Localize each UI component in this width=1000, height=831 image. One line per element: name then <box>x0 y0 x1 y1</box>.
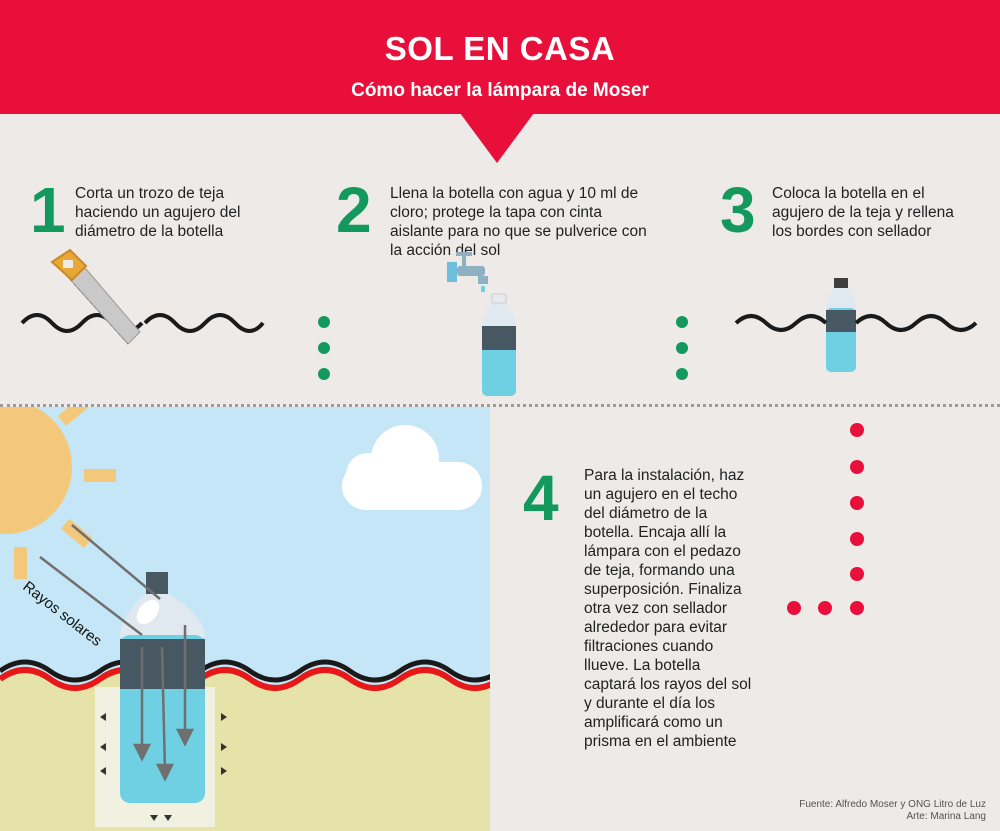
step-4-line-15: prisma en el ambiente <box>584 733 737 750</box>
step-4-line-1: Para la instalación, haz <box>584 467 745 484</box>
step-1-line-1: Corta un trozo de teja <box>75 185 225 202</box>
separator-dot <box>318 316 330 328</box>
page-subtitle: Cómo hacer la lámpara de Moser <box>351 80 649 101</box>
connector-dot <box>850 496 864 510</box>
header-band <box>0 0 1000 114</box>
step-4-line-14: amplificará como un <box>584 714 723 731</box>
step-3-line-1: Coloca la botella en el <box>772 185 925 202</box>
step-1-line-2: haciendo un agujero del <box>75 204 241 221</box>
glow-arrows <box>100 713 227 821</box>
credit-art: Arte: Marina Lang <box>906 811 987 822</box>
step-4-number: 4 <box>523 462 559 534</box>
connector-dot <box>850 532 864 546</box>
header-notch <box>460 113 534 163</box>
step-2-number: 2 <box>336 174 372 246</box>
ray-arrows <box>39 524 195 782</box>
step-4-line-8: otra vez con sellador <box>584 600 728 617</box>
step-4-line-11: llueve. La botella <box>584 657 701 674</box>
step-4-line-6: de teja, formando una <box>584 562 735 579</box>
connector-dot <box>787 601 801 615</box>
step-2-text: Llena la botella con agua y 10 ml de clo… <box>390 184 647 260</box>
step-4-line-13: y durante el día los <box>584 695 715 712</box>
step-4-line-2: un agujero en el techo <box>584 486 738 503</box>
step-1-text: Corta un trozo de teja haciendo un aguje… <box>75 184 240 241</box>
red-dot-connector <box>787 423 864 615</box>
separator-dot <box>676 316 688 328</box>
roof-black-icon <box>0 659 490 683</box>
step-4-text: Para la instalación, haz un agujero en e… <box>584 466 751 751</box>
step-1-number: 1 <box>30 174 66 246</box>
step-4-line-12: captará los rayos del sol <box>584 676 752 693</box>
separator-dot <box>676 368 688 380</box>
step-3-number: 3 <box>720 174 756 246</box>
step-1-line-3: diámetro de la botella <box>75 223 224 240</box>
connector-dot <box>850 567 864 581</box>
step-4-line-9: alrededor para evitar <box>584 619 728 636</box>
step-3-line-3: los bordes con sellador <box>772 223 932 240</box>
separator-dot <box>318 368 330 380</box>
separator-dot <box>318 342 330 354</box>
tile-wave-icon <box>734 314 828 332</box>
step-4-line-3: del diámetro de la <box>584 505 708 522</box>
top-illustrations <box>20 248 978 396</box>
faucet-icon <box>447 252 488 292</box>
step-3-line-2: agujero de la teja y rellena <box>772 204 954 221</box>
connector-dot <box>850 460 864 474</box>
connector-dot <box>850 601 864 615</box>
installation-scene <box>0 407 490 831</box>
step-4-line-5: lámpara con el pedazo <box>584 543 741 560</box>
tile-wave-icon <box>143 313 265 333</box>
step-2-line-1: Llena la botella con agua y 10 ml de <box>390 185 639 202</box>
credit-source: Fuente: Alfredo Moser y ONG Litro de Luz <box>799 799 986 810</box>
step-4-line-7: superposición. Finaliza <box>584 581 742 598</box>
cloud-icon <box>342 425 482 510</box>
tile-wave-icon <box>854 314 978 332</box>
saw-icon <box>50 248 141 345</box>
sun-icon <box>0 407 116 579</box>
separator-dot <box>676 342 688 354</box>
step-2-line-2: cloro; protege la tapa con cinta <box>390 204 602 221</box>
step-2-line-4: la acción del sol <box>390 242 501 259</box>
step-4-line-4: botella. Encaja allí la <box>584 524 727 541</box>
bottle-icon <box>826 278 856 372</box>
step-3-text: Coloca la botella en el agujero de la te… <box>772 184 954 241</box>
step-4-line-10: filtraciones cuando <box>584 638 714 655</box>
step-2-line-3: aislante para no que se pulverice con <box>390 223 647 240</box>
section-divider <box>0 404 1000 407</box>
bottle-icon <box>482 293 516 396</box>
page-title: SOL EN CASA <box>384 30 616 67</box>
roof-red-icon <box>0 667 490 691</box>
connector-dot <box>850 423 864 437</box>
connector-dot <box>818 601 832 615</box>
